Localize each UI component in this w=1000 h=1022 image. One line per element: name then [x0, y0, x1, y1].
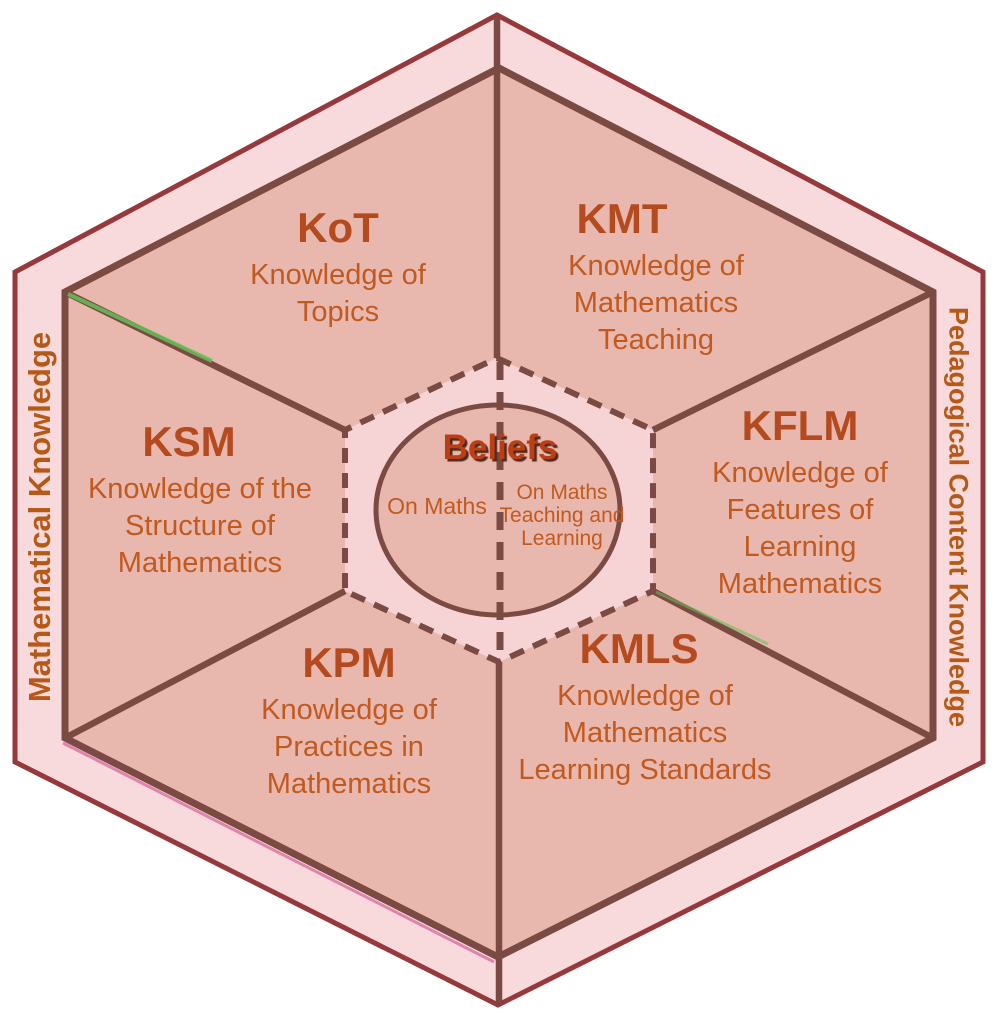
mathematical-knowledge-band-label: Mathematical Knowledge [22, 331, 57, 703]
sector-kpm-line: Mathematics [266, 768, 432, 800]
beliefs-title: Beliefs [442, 428, 558, 467]
sector-ksm-line: Mathematics [117, 547, 283, 579]
magenta-artifact-line [62, 741, 495, 964]
sector-kpm-line: Knowledge of [261, 694, 437, 726]
sector-kpm-acronym: KPM [302, 639, 396, 686]
sector-ksm-acronym: KSM [142, 418, 236, 465]
sector-kmt: KMT Knowledge of Mathematics Teaching [568, 197, 744, 359]
sector-kot-line: Topics [296, 296, 380, 328]
beliefs-right-line: On Maths [516, 481, 608, 504]
sector-kmls-acronym: KMLS [579, 625, 699, 672]
sector-ksm-line: Structure of [125, 510, 275, 542]
beliefs-on-maths-label: On Maths [387, 493, 487, 519]
sector-kot-acronym: KoT [297, 204, 379, 251]
divider-lower-right [651, 588, 935, 741]
sector-kmls-line: Learning Standards [518, 754, 772, 786]
sector-ksm: KSM Knowledge of the Structure of Mathem… [88, 420, 312, 582]
beliefs-right-line: Teaching and [499, 504, 625, 527]
sector-kmls-line: Mathematics [562, 717, 728, 749]
sector-kflm-line: Mathematics [717, 568, 883, 600]
sector-ksm-line: Knowledge of the [87, 473, 313, 505]
sector-kmt-line: Teaching [597, 324, 715, 356]
divider-upper-right [651, 289, 935, 433]
sector-kmls-line: Knowledge of [557, 680, 733, 712]
sector-kmt-line: Knowledge of [568, 250, 744, 282]
green-artifact-line-right [655, 590, 769, 646]
sector-kflm-line: Knowledge of [712, 457, 888, 489]
divider-lower-left [63, 588, 347, 741]
pedagogical-content-knowledge-band-label: Pedagogical Content Knowledge [943, 306, 974, 728]
sector-kflm-line: Learning [743, 531, 857, 563]
sector-kpm: KPM Knowledge of Practices in Mathematic… [261, 641, 437, 803]
sector-kmt-line: Mathematics [573, 287, 739, 319]
sector-kot: KoT Knowledge of Topics [250, 206, 426, 331]
sector-kmls: KMLS Knowledge of Mathematics Learning S… [518, 627, 771, 789]
sector-kpm-line: Practices in [274, 731, 424, 763]
sector-kflm: KFLM Knowledge of Features of Learning M… [712, 404, 888, 603]
beliefs-on-maths-teaching-label: On Maths Teaching and Learning [500, 481, 625, 550]
sector-kmt-acronym: KMT [576, 195, 668, 242]
sector-kot-line: Knowledge of [250, 259, 426, 291]
green-artifact-line-left [67, 292, 213, 363]
beliefs-right-line: Learning [521, 527, 603, 550]
sector-kflm-line: Features of [726, 494, 874, 526]
sector-kflm-acronym: KFLM [741, 402, 859, 449]
